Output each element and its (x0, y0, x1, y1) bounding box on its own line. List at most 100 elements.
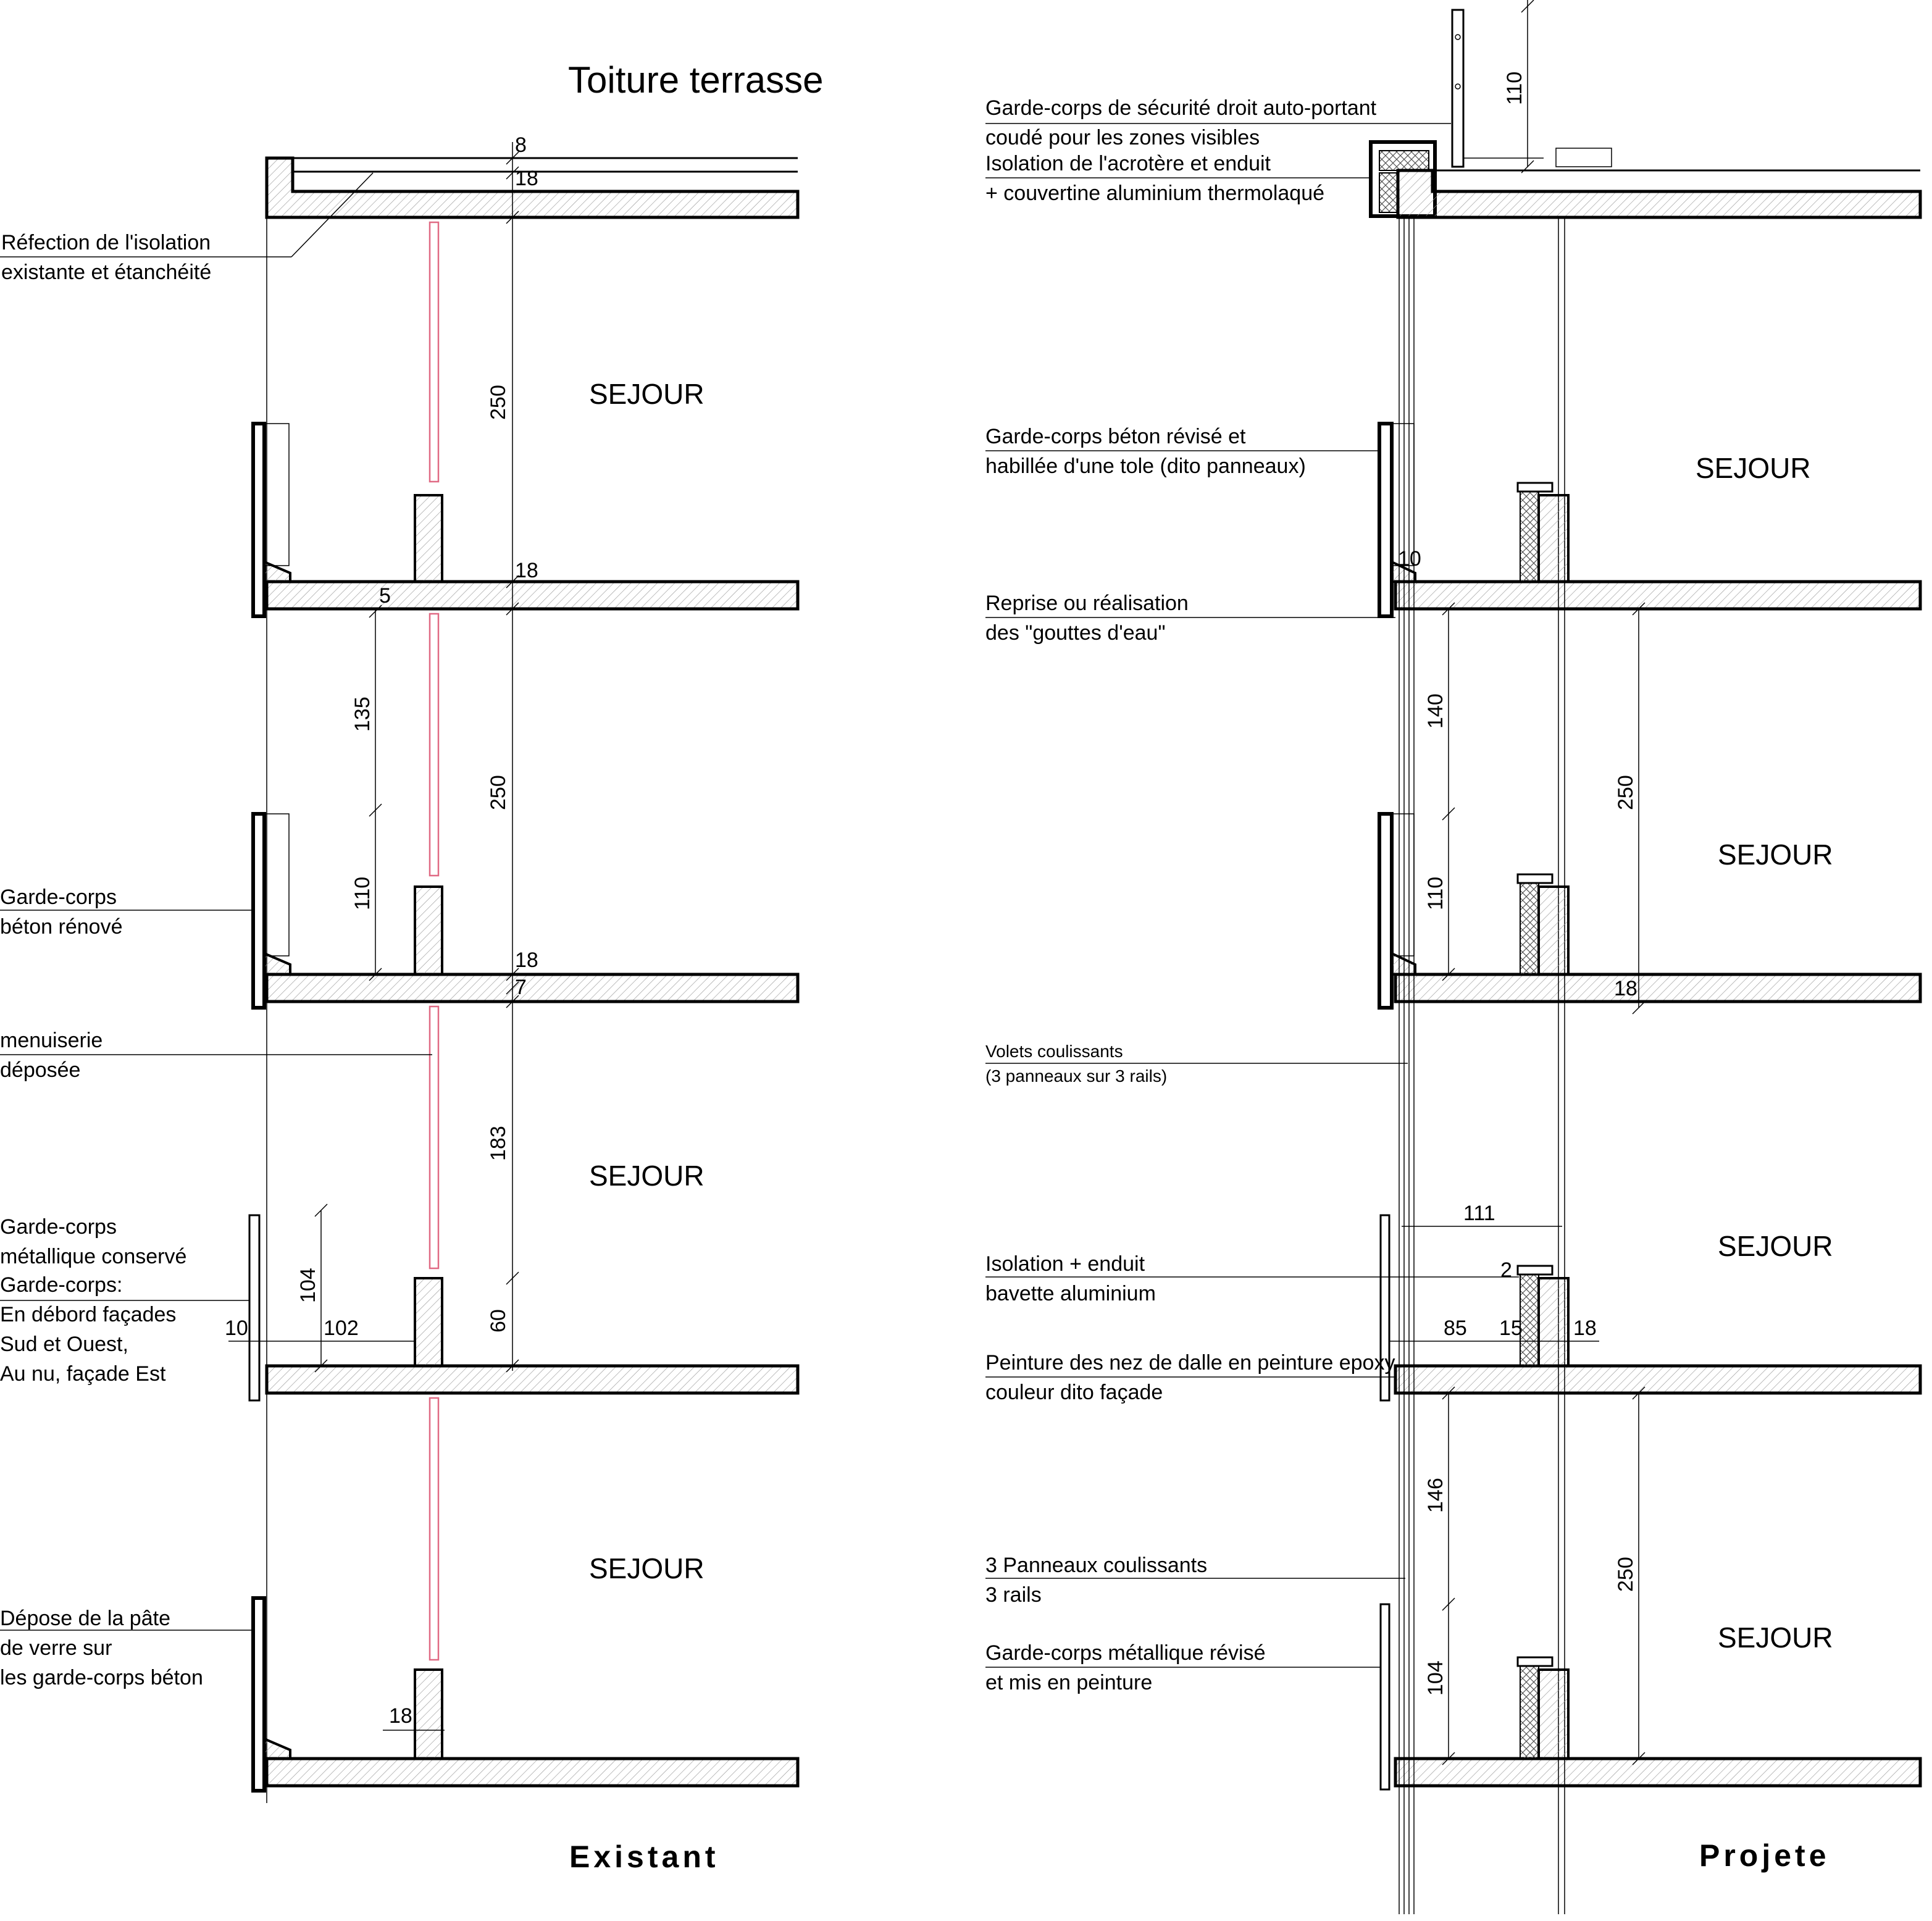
label-existing: Existant (569, 1839, 719, 1874)
svg-text:Garde-corps béton rénové: Garde-corps béton rénové (0, 885, 123, 939)
dim-existing-135: 135 (351, 697, 374, 732)
svg-text:Volets coulissants (3 pa: Volets coulissants (3 panneaux sur 3 rai… (985, 1042, 1167, 1086)
note-projected-metal-2: et mis en peinture (985, 1671, 1152, 1694)
existing-section: 8 18 250 18 5 135 250 110 18 7 183 104 1… (0, 133, 800, 1874)
projected-safety-guardrail (1451, 9, 1612, 168)
dim-projected-15: 15 (1499, 1316, 1523, 1340)
svg-text:Dépose de la pâte de ve: Dépose de la pâte de verre sur les garde… (0, 1607, 203, 1689)
projected-roof (1369, 140, 1922, 219)
dim-existing-183: 183 (487, 1126, 510, 1161)
note-projected-clad-2: habillée d'une tole (dito panneaux) (985, 454, 1306, 478)
dim-existing-7: 7 (515, 976, 527, 999)
note-existing-joinery-1: menuiserie (0, 1029, 102, 1052)
dim-projected-10: 10 (1398, 547, 1421, 571)
dim-existing-104: 104 (296, 1268, 320, 1303)
note-existing-glass-2: de verre sur (0, 1636, 112, 1660)
dim-existing-18c: 18 (515, 948, 538, 972)
projected-section: 110 10 140 250 110 18 111 2 85 15 18 146… (985, 0, 1922, 1914)
projected-upstand-2 (1516, 873, 1570, 976)
dim-existing-5: 5 (379, 584, 391, 608)
room-label-existing-3: SEJOUR (589, 1552, 705, 1584)
dim-projected-85: 85 (1444, 1316, 1467, 1340)
note-projected-panels-1: 3 Panneaux coulissants (985, 1554, 1207, 1577)
note-projected-drip-1: Reprise ou réalisation (985, 592, 1189, 615)
existing-slab-3 (265, 1364, 800, 1395)
projected-sliding-shutters (1399, 217, 1415, 1914)
existing-metal-balustrade (248, 1214, 261, 1402)
existing-concrete-balustrade-2 (251, 812, 291, 1010)
note-projected-insulation-1: Isolation + enduit (985, 1252, 1145, 1276)
projected-slab-1 (1394, 580, 1922, 611)
note-projected-safety-3: Isolation de l'acrotère et enduit (985, 152, 1271, 175)
existing-removed-joinery (429, 221, 440, 1661)
projected-upstand-1 (1516, 482, 1570, 583)
note-projected-paint-1: Peinture des nez de dalle en peinture ep… (985, 1351, 1395, 1375)
existing-upstand-2 (414, 885, 443, 976)
projected-slab-4 (1394, 1757, 1922, 1788)
note-existing-metal-4: En débord façades (0, 1303, 176, 1326)
dim-projected-18b: 18 (1573, 1316, 1597, 1340)
room-label-projected-2: SEJOUR (1718, 839, 1833, 871)
label-projected: Projete (1699, 1838, 1830, 1873)
dim-existing-18b: 18 (515, 559, 538, 582)
room-label-projected-4: SEJOUR (1718, 1622, 1833, 1654)
projected-window-line (1558, 217, 1565, 1914)
note-projected-safety-4: + couvertine aluminium thermolaqué (985, 182, 1324, 205)
dim-projected-104: 104 (1424, 1660, 1447, 1696)
dim-existing-250a: 250 (487, 385, 510, 420)
projected-slab-3 (1394, 1364, 1922, 1395)
svg-text:Garde-corps de sécurité droit: Garde-corps de sécurité droit auto-porta… (985, 96, 1382, 205)
note-projected-paint-2: couleur dito façade (985, 1381, 1163, 1404)
note-projected-panels-2: 3 rails (985, 1583, 1042, 1607)
projected-metal-balustrade-2 (1379, 1603, 1390, 1791)
note-existing-insulation-1: Réfection de l'isolation (1, 231, 211, 254)
svg-text:Garde-corps béton révisé et: Garde-corps béton révisé et habillée d'u… (985, 425, 1306, 478)
room-label-projected-3: SEJOUR (1718, 1230, 1833, 1262)
note-projected-drip-2: des "gouttes d'eau" (985, 621, 1166, 645)
note-existing-guardrail-2: béton rénové (0, 915, 123, 939)
room-label-existing-2: SEJOUR (589, 1160, 705, 1192)
note-projected-shutters-1: Volets coulissants (985, 1042, 1123, 1061)
note-existing-metal-6: Au nu, façade Est (0, 1362, 166, 1386)
note-projected-insulation-2: bavette aluminium (985, 1282, 1156, 1305)
note-existing-metal-1: Garde-corps (0, 1215, 117, 1239)
dim-existing-8: 8 (515, 133, 527, 157)
svg-text:3 Panneaux coulissants 3: 3 Panneaux coulissants 3 rails (985, 1554, 1213, 1607)
dim-existing-102: 102 (324, 1316, 359, 1340)
existing-upstand-3 (414, 1277, 443, 1367)
svg-text:menuiserie déposée: menuiserie déposée (0, 1029, 109, 1082)
note-existing-metal-5: Sud et Ouest, (0, 1333, 128, 1356)
note-projected-clad-1: Garde-corps béton révisé et (985, 425, 1246, 448)
svg-text:Réfection de l'isolation: Réfection de l'isolation existante et ét… (1, 231, 217, 284)
projected-metal-balustrade-1 (1379, 1214, 1390, 1402)
note-existing-glass-3: les garde-corps béton (0, 1666, 203, 1689)
dim-projected-110a: 110 (1503, 72, 1526, 105)
note-existing-glass-1: Dépose de la pâte (0, 1607, 170, 1630)
existing-concrete-balustrade-1 (251, 422, 291, 618)
existing-slab-4 (265, 1757, 800, 1788)
projected-slab-2 (1394, 973, 1922, 1003)
svg-text:Garde-corps métallique c: Garde-corps métallique conservé Garde-co… (0, 1215, 193, 1386)
svg-text:Peinture des nez de dalle en p: Peinture des nez de dalle en peinture ep… (985, 1351, 1401, 1404)
dim-existing-110: 110 (351, 877, 374, 910)
existing-slab-1 (265, 580, 800, 611)
note-projected-shutters-2: (3 panneaux sur 3 rails) (985, 1066, 1167, 1086)
dim-existing-60: 60 (487, 1309, 510, 1333)
note-existing-insulation-2: existante et étanchéité (1, 261, 211, 284)
projected-upstand-4 (1516, 1656, 1570, 1760)
note-existing-joinery-2: déposée (0, 1058, 80, 1082)
svg-text:Reprise ou réalisation d: Reprise ou réalisation des "gouttes d'ea… (985, 592, 1194, 645)
room-label-existing-1: SEJOUR (589, 378, 705, 410)
room-label-projected-1: SEJOUR (1696, 452, 1811, 484)
dim-projected-250b: 250 (1614, 1557, 1637, 1592)
existing-roof (265, 156, 800, 219)
dim-existing-250b: 250 (487, 775, 510, 810)
note-projected-safety-1: Garde-corps de sécurité droit auto-porta… (985, 96, 1377, 120)
svg-text:Garde-corps métallique révisé: Garde-corps métallique révisé et mis en … (985, 1641, 1271, 1694)
svg-text:Isolation + enduit bavet: Isolation + enduit bavette aluminium (985, 1252, 1156, 1305)
dim-existing-18d: 18 (389, 1704, 412, 1728)
dim-projected-111: 111 (1463, 1202, 1495, 1225)
dim-existing-18a: 18 (515, 167, 538, 190)
projected-upstand-3 (1516, 1265, 1570, 1367)
